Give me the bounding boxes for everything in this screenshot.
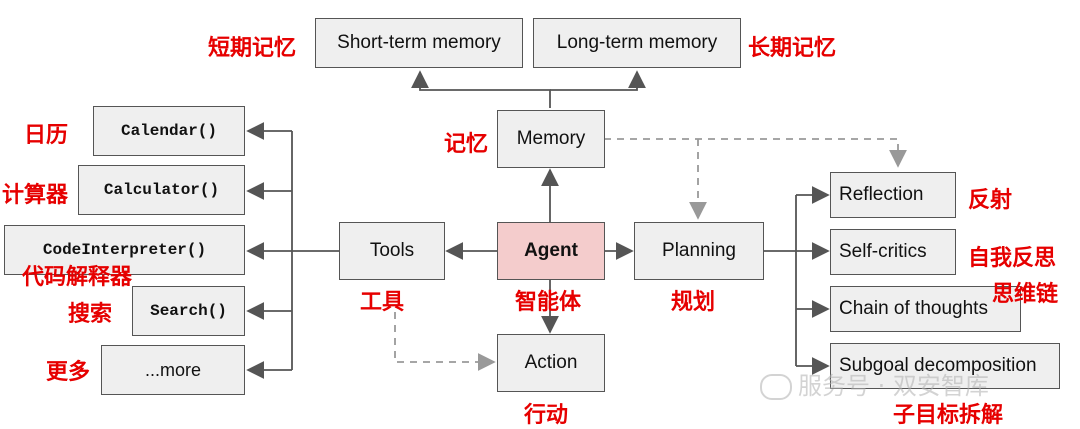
action-node: Action xyxy=(497,334,605,392)
memory-to-reflection-dashed xyxy=(604,138,907,168)
more-node: ...more xyxy=(101,345,245,395)
label-agent-cn: 智能体 xyxy=(515,290,582,315)
label-reflection-cn: 反射 xyxy=(968,188,1013,213)
tools-node: Tools xyxy=(339,222,445,280)
watermark: 服务号 · 双安智库 xyxy=(760,366,989,401)
reflection-node: Reflection xyxy=(830,172,956,218)
subgoal-decomposition-node: Subgoal decomposition xyxy=(830,343,1060,389)
self-critics-node: Self-critics xyxy=(830,229,956,275)
label-memory-cn: 记忆 xyxy=(444,132,489,157)
wechat-icon xyxy=(760,374,792,400)
long-term-memory-node: Long-term memory xyxy=(533,18,741,68)
label-more-cn: 更多 xyxy=(46,360,91,385)
code-interpreter-node: CodeInterpreter() xyxy=(4,225,245,275)
short-term-memory-node: Short-term memory xyxy=(315,18,523,68)
watermark-text: 服务号 · 双安智库 xyxy=(798,372,989,400)
label-search-cn: 搜索 xyxy=(68,302,113,327)
calculator-node: Calculator() xyxy=(78,165,245,215)
label-code-interpreter-cn: 代码解释器 xyxy=(22,265,133,290)
label-long-term-cn: 长期记忆 xyxy=(748,36,837,61)
label-calendar-cn: 日历 xyxy=(24,123,69,148)
chain-of-thoughts-node: Chain of thoughts xyxy=(830,286,1021,332)
label-subgoal-cn: 子目标拆解 xyxy=(893,403,1004,428)
memory-node: Memory xyxy=(497,110,605,168)
memory-to-memory-types-line xyxy=(411,70,551,108)
label-tools-cn: 工具 xyxy=(360,290,405,315)
label-action-cn: 行动 xyxy=(524,403,569,428)
label-planning-cn: 规划 xyxy=(671,290,716,315)
label-chain-of-thoughts-cn: 思维链 xyxy=(992,282,1059,307)
calendar-node: Calendar() xyxy=(93,106,245,156)
planning-node: Planning xyxy=(634,222,764,280)
label-short-term-cn: 短期记忆 xyxy=(208,36,297,61)
memory-to-long-term-line xyxy=(550,70,646,91)
label-self-critics-cn: 自我反思 xyxy=(968,246,1057,271)
label-calculator-cn: 计算器 xyxy=(2,183,69,208)
agent-node: Agent xyxy=(497,222,605,280)
tools-to-action-dashed xyxy=(394,312,496,371)
search-node: Search() xyxy=(132,286,245,336)
